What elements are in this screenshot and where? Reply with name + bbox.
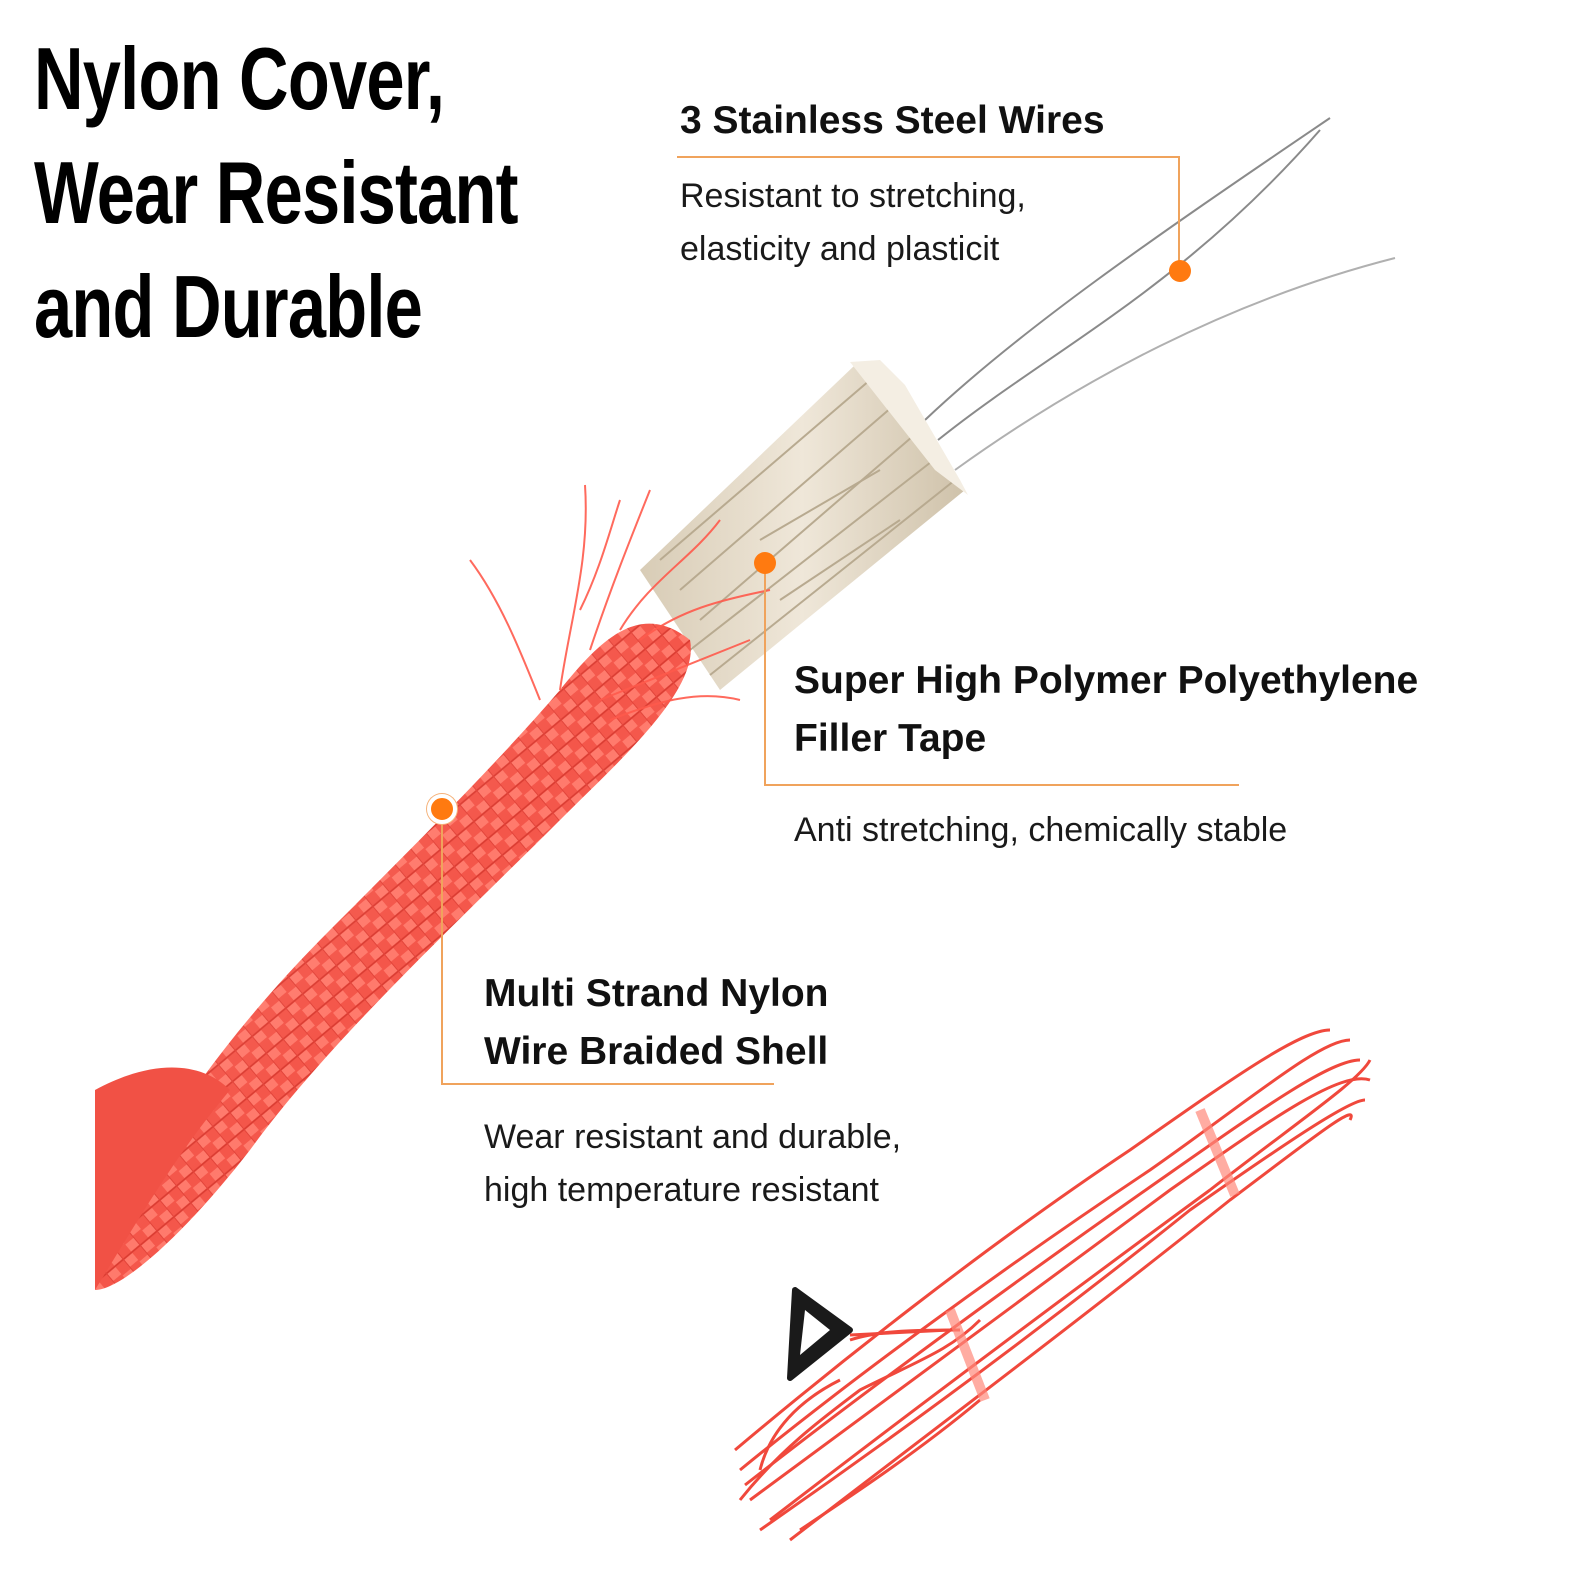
callout-shell-title-1: Multi Strand Nylon [484,972,829,1015]
headline-line-2: Wear Resistant [34,143,519,242]
headline-line-3: and Durable [34,257,423,356]
braided-rope [95,484,771,1290]
marker-dot-steel [1169,260,1191,282]
marker-dot-shell [427,794,457,824]
callout-braided-shell: Multi Strand Nylon Wire Braided Shell We… [484,965,901,1217]
coil-handle [787,1287,951,1381]
leader-line-shell-v [441,812,443,1084]
callout-filler-tape: Super High Polymer Polyethylene Filler T… [794,652,1418,857]
callout-filler-title-2: Filler Tape [794,717,987,760]
leader-line-shell-h [441,1083,774,1085]
callout-shell-desc-1: Wear resistant and durable, [484,1118,902,1156]
callout-steel-wires: 3 Stainless Steel Wires Resistant to str… [680,92,1105,276]
coil-ties [945,1108,1240,1402]
marker-dot-filler [754,552,776,574]
leader-line-filler-v [764,565,766,785]
callout-shell-title-2: Wire Braided Shell [484,1030,829,1073]
leader-line-steel-h [677,156,1180,158]
leader-line-filler-h [764,784,1239,786]
callout-steel-title: 3 Stainless Steel Wires [680,99,1105,142]
callout-filler-title-1: Super High Polymer Polyethylene [794,659,1419,702]
headline: Nylon Cover, Wear Resistant and Durable [34,22,519,364]
rope-coil [734,1028,1372,1542]
callout-steel-desc-2: elasticity and plasticit [680,230,1000,268]
steel-wires [924,117,1396,471]
callout-shell-desc-2: high temperature resistant [484,1171,879,1209]
callout-steel-desc-1: Resistant to stretching, [680,177,1026,215]
headline-line-1: Nylon Cover, [34,29,445,128]
leader-line-steel-v [1178,156,1180,270]
filler-tape [640,360,968,690]
callout-filler-desc: Anti stretching, chemically stable [794,811,1288,849]
